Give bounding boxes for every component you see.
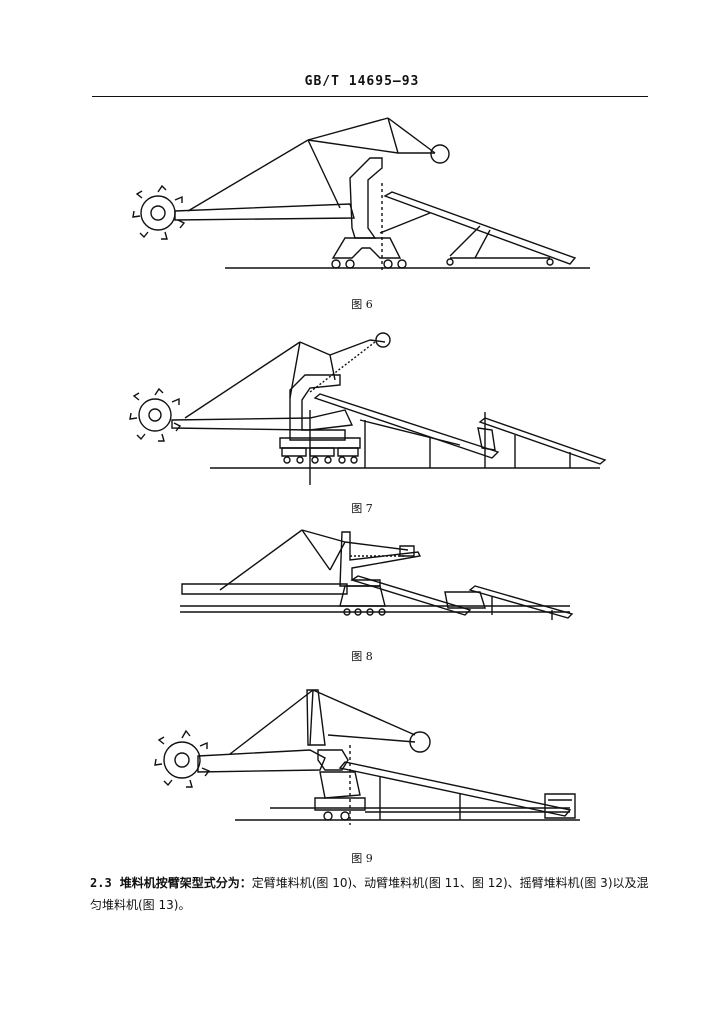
header-rule (92, 96, 648, 97)
figure-8-drawing (180, 520, 580, 630)
standard-header: GB/T 14695—93 (304, 74, 420, 89)
section-number: 2.3 (90, 876, 112, 890)
section-text: 定臂堆料机(图 10)、动臂堆料机(图 11、图 12)、摇臂堆料机(图 3)以… (90, 876, 649, 912)
figure-7-drawing (130, 330, 610, 490)
figure-6-caption: 图 6 (351, 298, 373, 311)
figure-9-drawing (150, 680, 590, 830)
figure-6-drawing (130, 108, 600, 278)
section-lead: 堆料机按臂架型式分为： (119, 876, 252, 890)
figure-9-caption: 图 9 (351, 852, 373, 865)
section-2-3: 2.3 堆料机按臂架型式分为：定臂堆料机(图 10)、动臂堆料机(图 11、图 1… (90, 872, 650, 916)
figure-7-caption: 图 7 (351, 502, 373, 515)
figure-8-caption: 图 8 (351, 650, 373, 663)
